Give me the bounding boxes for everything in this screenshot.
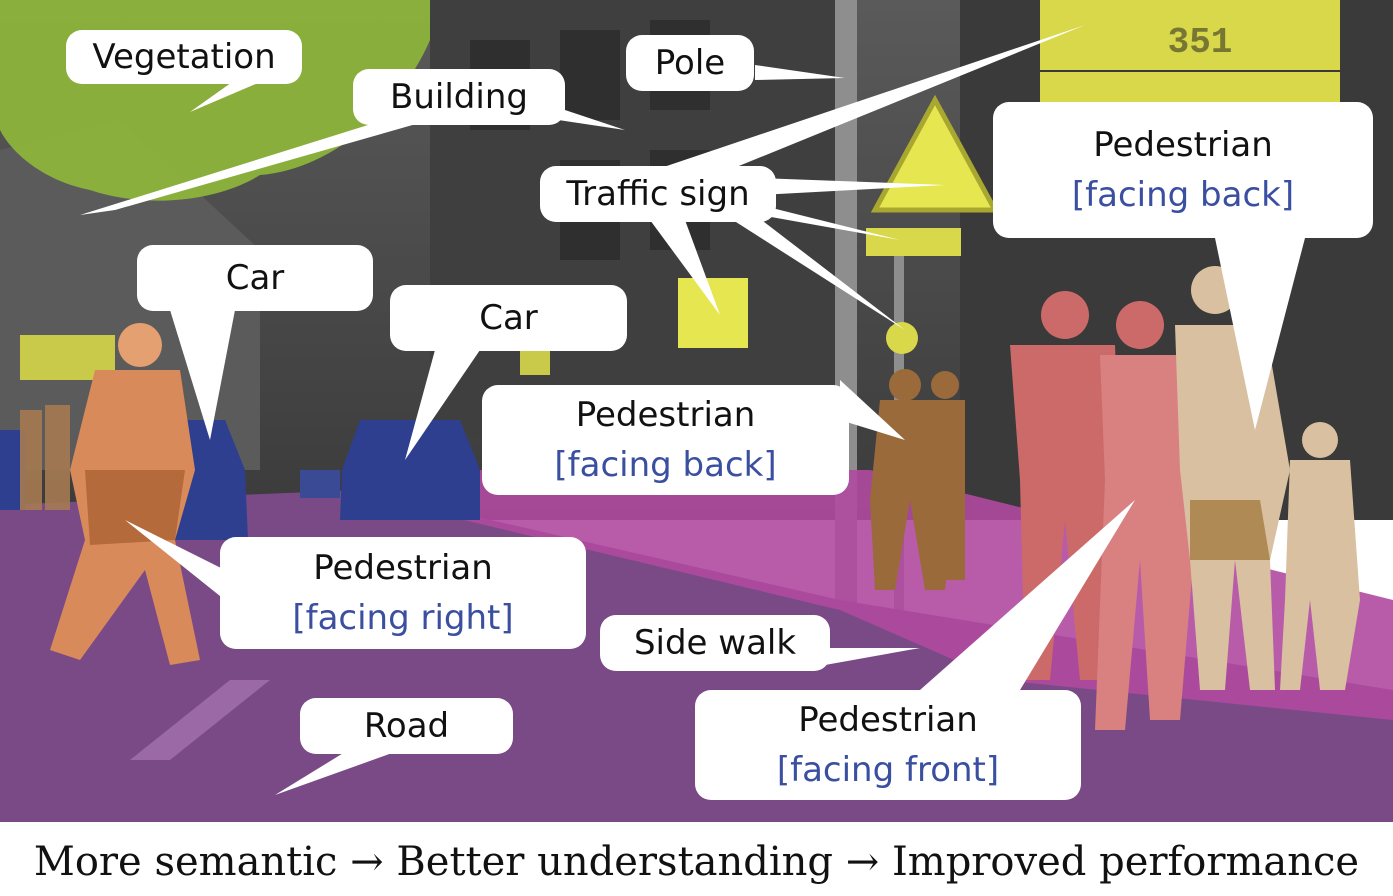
- pointer-ped-back-center: [840, 380, 905, 440]
- pointer-car-left: [170, 310, 235, 440]
- label-pedestrian-back-center: Pedestrian [facing back]: [482, 385, 849, 495]
- car-far: [300, 470, 340, 498]
- pointer-side-walk: [825, 648, 920, 665]
- label-traffic-sign-text: Traffic sign: [566, 174, 750, 214]
- street-name-sign: [866, 228, 961, 256]
- label-car-left: Car: [137, 245, 373, 311]
- pedestrian-facing-right: [50, 323, 200, 665]
- label-traffic-sign: Traffic sign: [540, 166, 776, 222]
- label-pedestrian-back-center-title: Pedestrian: [575, 395, 756, 435]
- warning-triangle-sign: [870, 94, 1000, 213]
- car-center: [340, 420, 480, 520]
- pointer-vegetation: [190, 80, 265, 112]
- figure-caption: More semantic → Better understanding → I…: [33, 839, 1360, 885]
- pointer-road: [275, 752, 395, 795]
- label-pedestrian-right: Pedestrian [facing right]: [220, 537, 586, 649]
- road-marking: [130, 680, 270, 760]
- pedestrian-group-left: [20, 405, 70, 510]
- label-building-text: Building: [390, 77, 528, 117]
- pointer-sign-round: [725, 215, 905, 330]
- label-side-walk-text: Side walk: [633, 623, 797, 663]
- pointer-ped-back-right: [1215, 238, 1305, 430]
- label-pedestrian-back-right-title: Pedestrian: [1093, 125, 1273, 165]
- label-pole: Pole: [626, 35, 754, 91]
- label-building: Building: [353, 69, 565, 125]
- pointer-car-center: [405, 350, 480, 460]
- label-car-center: Car: [390, 285, 627, 351]
- label-car-left-text: Car: [225, 258, 285, 298]
- label-pedestrian-front: Pedestrian [facing front]: [695, 690, 1081, 800]
- pedestrian-facing-back-center: [870, 369, 965, 590]
- pedestrian-facing-back-right: [1175, 266, 1360, 690]
- label-road: Road: [300, 698, 513, 754]
- pointer-sign-street: [760, 205, 900, 240]
- pointer-sign-triangle: [760, 178, 945, 195]
- label-pedestrian-front-title: Pedestrian: [798, 700, 978, 740]
- label-pole-text: Pole: [654, 43, 726, 83]
- label-pedestrian-back-right: Pedestrian [facing back]: [993, 102, 1373, 238]
- label-pedestrian-back-center-sub: [facing back]: [554, 445, 777, 485]
- label-pedestrian-right-title: Pedestrian: [313, 548, 493, 588]
- label-vegetation: Vegetation: [66, 30, 302, 84]
- callout-pointers: [80, 25, 1305, 795]
- crossing-sign: [678, 278, 748, 348]
- label-pedestrian-back-right-sub: [facing back]: [1071, 175, 1295, 215]
- label-vegetation-text: Vegetation: [92, 37, 276, 77]
- parking-sign-number: 351: [1168, 22, 1233, 63]
- pointer-ped-front: [920, 500, 1135, 690]
- pointer-sign-top: [640, 25, 1085, 190]
- sidewalk-region: [360, 470, 1393, 720]
- round-sign: [886, 322, 918, 354]
- pedestrian-pair-front: [1010, 291, 1200, 730]
- label-car-center-text: Car: [479, 298, 538, 338]
- pointer-sign-crossing: [650, 220, 720, 315]
- label-pedestrian-right-sub: [facing right]: [292, 598, 514, 638]
- parking-sign-board: [1040, 0, 1340, 70]
- pointer-building-left: [80, 115, 430, 215]
- pointer-ped-right: [125, 520, 225, 600]
- label-side-walk: Side walk: [600, 615, 830, 671]
- label-pedestrian-front-sub: [facing front]: [776, 750, 1000, 790]
- label-road-text: Road: [363, 706, 450, 746]
- pointer-pole: [755, 65, 845, 80]
